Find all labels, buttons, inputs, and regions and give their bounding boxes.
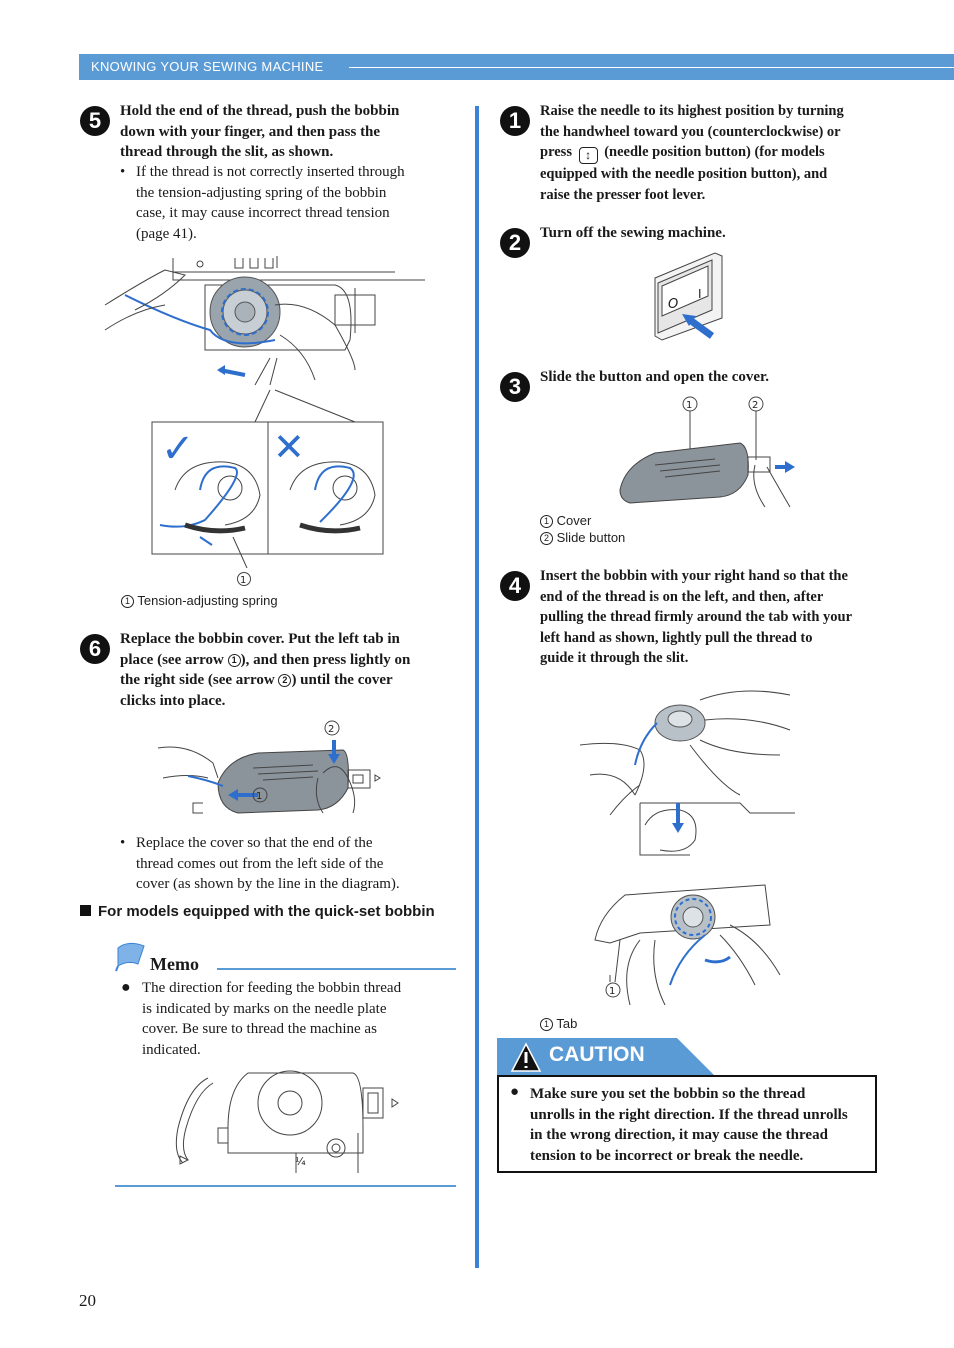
wrong-cross-icon: ✕ [273, 425, 305, 469]
memo-title: Memo [150, 954, 199, 974]
step-5-instruction: Hold the end of the thread, push the bob… [120, 101, 465, 163]
memo-rule [217, 968, 456, 970]
caption-label: Slide button [556, 530, 626, 545]
caption-label: Tab [556, 1016, 578, 1031]
memo-line: is indicated by marks on the needle plat… [142, 1000, 387, 1017]
note-line: the tension-adjusting spring of the bobb… [136, 184, 387, 201]
note-line: case, it may cause incorrect thread tens… [136, 205, 390, 221]
section-square-icon [80, 905, 91, 916]
step-3-instruction: Slide the button and open the cover. [540, 369, 770, 385]
caption-label: Tension-adjusting spring [137, 593, 278, 608]
header-bar: KNOWING YOUR SEWING MACHINE [79, 54, 954, 80]
svg-text:¼: ¼ [295, 1155, 306, 1168]
step-6-instruction: Replace the bobbin cover. Put the left t… [120, 629, 465, 711]
column-divider [475, 106, 479, 1268]
correct-check-icon: ✓ [161, 426, 195, 472]
caption-number: 1 [121, 595, 134, 608]
step-6-line: clicks into place. [120, 692, 226, 709]
power-switch-illustration: O I [654, 252, 723, 341]
memo-icon [115, 942, 145, 972]
step-6-line: ), and then press lightly on [240, 651, 411, 668]
caution-label: CAUTION [549, 1043, 645, 1066]
note-line: (page 41). [136, 225, 197, 242]
switch-off-label: O [668, 297, 678, 312]
caption-number: 2 [540, 532, 553, 545]
caution-box [497, 1075, 877, 1173]
tab-callout: 1 [609, 986, 615, 997]
step-1-instruction: Raise the needle to its highest position… [540, 101, 885, 205]
caption-number: 1 [540, 1018, 553, 1031]
step-6-line: Replace the bobbin cover. Put the left t… [120, 631, 400, 647]
caution-line: Make sure you set the bobbin so the thre… [530, 1086, 806, 1102]
memo-line: cover. Be sure to thread the machine as [142, 1021, 377, 1037]
caution-line: unrolls in the right direction. If the t… [530, 1106, 848, 1123]
step-5-line: Hold the end of the thread, push the bob… [120, 103, 400, 119]
arrow-1-callout: 1 [256, 791, 262, 802]
step-6-line: the right side (see arrow [120, 672, 279, 688]
step-4-number: 4 [500, 571, 530, 601]
section-heading-text: For models equipped with the quick-set b… [98, 903, 435, 920]
slide-button-callout: 2 [752, 400, 758, 411]
page-number: 20 [79, 1291, 96, 1310]
step-4-caption: 1 Tab [540, 1016, 577, 1031]
caption-label: Cover [556, 513, 592, 528]
step-5-line: thread through the slit, as shown. [120, 144, 334, 160]
caution-tab [497, 1038, 715, 1076]
step-4-line: pulling the thread firmly around the tab… [540, 609, 853, 625]
step-3-caption-2: 2 Slide button [540, 530, 625, 545]
tension-spring-callout: 1 [240, 575, 246, 586]
section-heading: For models equipped with the quick-set b… [80, 903, 435, 920]
switch-on-label: I [698, 287, 702, 301]
memo-line: The direction for feeding the bobbin thr… [142, 980, 402, 996]
header-title: KNOWING YOUR SEWING MACHINE [91, 59, 324, 74]
step-1-line: Raise the needle to its highest position… [540, 103, 844, 119]
needle-plate-illustration: ¼ [175, 1070, 399, 1173]
step-1-line: the handwheel toward you (counterclockwi… [540, 123, 841, 140]
caution-text: Make sure you set the bobbin so the thre… [530, 1084, 870, 1166]
step-4-instruction: Insert the bobbin with your right hand s… [540, 566, 885, 669]
step-6-line: place (see arrow [120, 651, 228, 668]
bobbin-case-illustration: ✓ ✕ 1 [104, 256, 425, 586]
caution-line: tension to be incorrect or break the nee… [530, 1147, 804, 1164]
step-1-line: (needle position button) (for models [604, 144, 825, 160]
header-rule [349, 67, 954, 68]
step-3-caption-1: 1 Cover [540, 513, 591, 528]
step-4-line: end of the thread is on the left, and th… [540, 588, 824, 605]
cover-callout: 1 [686, 400, 692, 411]
step-4-line: Insert the bobbin with your right hand s… [540, 568, 848, 584]
step-6-number: 6 [80, 634, 110, 664]
caution-bullet: ● [510, 1084, 520, 1100]
step-6-line: ) until the cover [291, 672, 393, 688]
step-5-caption: 1 Tension-adjusting spring [121, 593, 278, 608]
note-line: If the thread is not correctly inserted … [136, 164, 405, 180]
step-4-line: left hand as shown, lightly pull the thr… [540, 629, 813, 646]
step-3-number: 3 [500, 372, 530, 402]
step-4-line: guide it through the slit. [540, 650, 689, 666]
step-1-line: raise the presser foot lever. [540, 186, 706, 203]
caution-line: in the wrong direction, it may cause the… [530, 1127, 828, 1143]
note-line: Replace the cover so that the end of the [136, 835, 373, 851]
bobbin-cover-illustration: 1 2 [157, 720, 381, 814]
note-line: thread comes out from the left side of t… [136, 855, 384, 872]
step-2-number: 2 [500, 228, 530, 258]
step-5-line: down with your finger, and then pass the [120, 123, 381, 140]
step-1-line: press [540, 144, 572, 160]
step-1-number: 1 [500, 106, 530, 136]
memo-bottom-rule [115, 1185, 456, 1187]
caption-number: 1 [540, 515, 553, 528]
step-2-instruction: Turn off the sewing machine. [540, 225, 726, 241]
insert-bobbin-illustration: 1 [579, 690, 795, 1006]
arrow-1-ref: 1 [227, 653, 241, 667]
arrow-2-callout: 2 [328, 724, 334, 735]
step-5-number: 5 [80, 106, 110, 136]
note-line: cover (as shown by the line in the diagr… [136, 876, 400, 892]
slide-button-illustration: 1 2 [619, 396, 795, 508]
step-1-line: equipped with the needle position button… [540, 166, 828, 182]
needle-position-button-icon: ↕ [578, 147, 598, 164]
memo-line: indicated. [142, 1041, 201, 1058]
arrow-2-ref: 2 [278, 674, 292, 687]
